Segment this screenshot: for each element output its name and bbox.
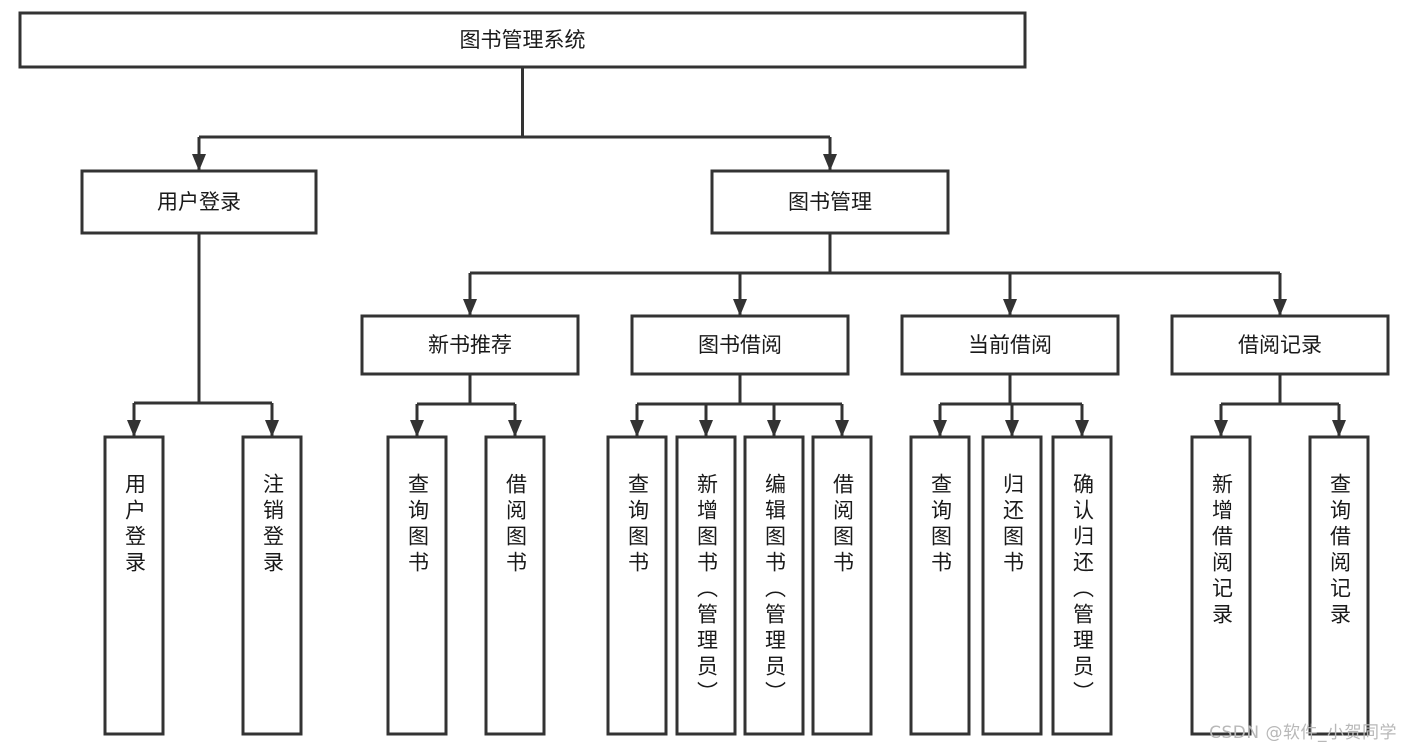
arrow-head-icon [1003, 299, 1017, 316]
arrow-head-icon [1005, 420, 1019, 437]
arrow-head-icon [630, 420, 644, 437]
connectors-layer [127, 67, 1346, 437]
arrow-head-icon [1273, 299, 1287, 316]
root-node-box[interactable] [18, 11, 1027, 69]
level2-node-label-1: 图书管理 [788, 190, 872, 214]
leaf-node-box-11[interactable] [1190, 435, 1252, 736]
arrow-head-icon [1075, 420, 1089, 437]
leaf-node-box-4[interactable] [606, 435, 668, 736]
level2-node-label-0: 用户登录 [157, 190, 241, 214]
arrow-head-icon [508, 420, 522, 437]
leaf-node-box-2[interactable] [386, 435, 448, 736]
level3-node-box-0[interactable] [360, 314, 580, 376]
level3-node-box-2[interactable] [900, 314, 1120, 376]
level2-node-box-0[interactable] [80, 169, 318, 235]
level3-node-label-3: 借阅记录 [1238, 333, 1322, 357]
arrow-head-icon [1214, 420, 1228, 437]
level2-node-box-1[interactable] [710, 169, 950, 235]
leaf-node-box-12[interactable] [1308, 435, 1370, 736]
level3-node-label-1: 图书借阅 [698, 333, 782, 357]
level3-node-box-3[interactable] [1170, 314, 1390, 376]
arrow-head-icon [410, 420, 424, 437]
arrow-head-icon [127, 420, 141, 437]
leaf-node-box-1[interactable] [241, 435, 303, 736]
arrow-head-icon [1332, 420, 1346, 437]
arrow-head-icon [192, 154, 206, 171]
level3-node-box-1[interactable] [630, 314, 850, 376]
leaf-node-box-10[interactable] [1051, 435, 1113, 736]
level3-node-label-0: 新书推荐 [428, 333, 512, 357]
leaf-node-box-7[interactable] [811, 435, 873, 736]
arrow-head-icon [823, 154, 837, 171]
arrow-head-icon [463, 299, 477, 316]
level3-node-label-2: 当前借阅 [968, 333, 1052, 357]
watermark-text: CSDN @软件_小贺同学 [1209, 723, 1397, 743]
arrow-head-icon [733, 299, 747, 316]
leaf-node-box-5[interactable] [675, 435, 737, 736]
leaf-node-box-0[interactable] [103, 435, 165, 736]
arrow-head-icon [699, 420, 713, 437]
leaf-node-box-8[interactable] [909, 435, 971, 736]
leaf-node-box-9[interactable] [981, 435, 1043, 736]
arrow-head-icon [933, 420, 947, 437]
leaf-node-box-3[interactable] [484, 435, 546, 736]
arrow-head-icon [767, 420, 781, 437]
arrow-head-icon [265, 420, 279, 437]
leaf-node-box-6[interactable] [743, 435, 805, 736]
node-boxes-layer [18, 11, 1390, 736]
root-node-label: 图书管理系统 [460, 28, 586, 52]
arrow-head-icon [835, 420, 849, 437]
